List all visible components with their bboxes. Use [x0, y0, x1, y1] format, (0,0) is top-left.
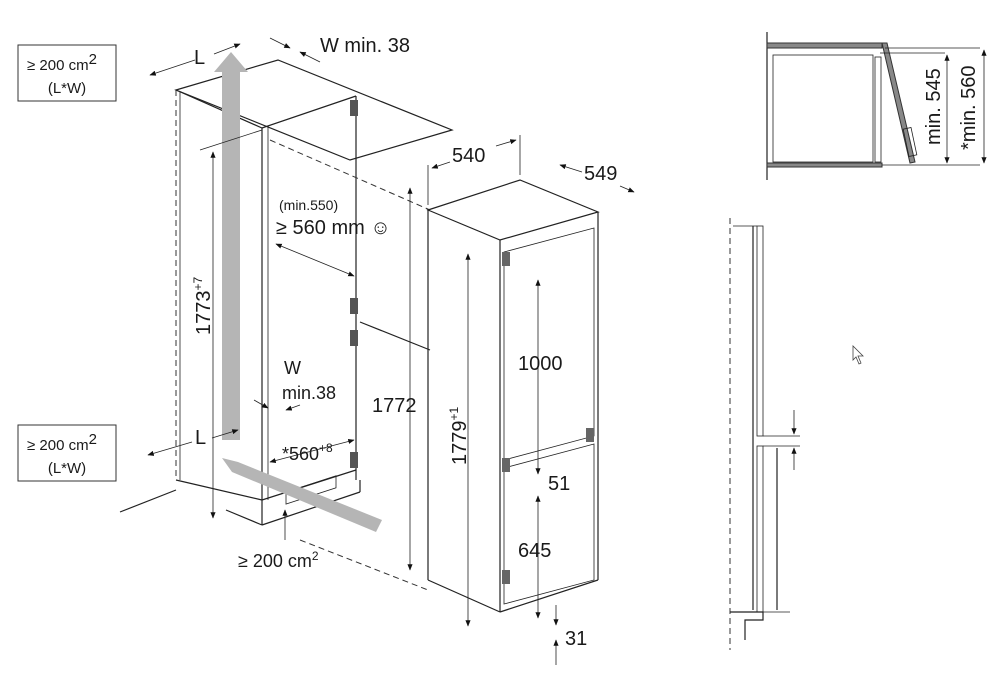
dim-height: 1779+1	[447, 406, 471, 465]
dim-bottom-W: W	[284, 358, 301, 378]
dim-depth: ≥ 560 mm ☺	[276, 217, 391, 239]
dim-upper-door: 1000	[518, 353, 563, 375]
svg-text:(L*W): (L*W)	[48, 80, 86, 97]
vent-box-top: ≥ 200 cm2 (L*W)	[17, 44, 117, 102]
dim-top-W: W min. 38	[320, 35, 410, 57]
dim-niche-height: 1773+7	[191, 276, 215, 335]
side-view-diagram	[729, 218, 800, 650]
dim-gap: 51	[548, 473, 570, 495]
dim-bottom-W-min: min.38	[282, 383, 336, 403]
airflow-in-arrow	[222, 458, 382, 532]
svg-text:≥ 200 cm2: ≥ 200 cm2	[27, 51, 97, 74]
dim-depth: 549	[584, 163, 617, 185]
top-view-diagram: min. 545 *min. 560	[766, 32, 987, 180]
dim-bottom-L: L	[195, 427, 206, 449]
appliance-dimensions: 540 549 1779+1 1000 51 645 31	[427, 135, 635, 665]
dim-plinth-vent: ≥ 200 cm2	[238, 549, 319, 571]
dim-depth-min: (min.550)	[279, 197, 338, 213]
dim-inner-height: 1772	[372, 395, 417, 417]
vent-box-bottom: ≥ 200 cm2 (L*W)	[17, 424, 117, 482]
dim-width: 540	[452, 145, 485, 167]
mouse-cursor-icon	[852, 345, 864, 365]
dim-bottom: 31	[565, 628, 587, 650]
airflow-up-arrow	[214, 52, 248, 440]
dim-lower-door: 645	[518, 540, 551, 562]
niche-dimensions: L W min. 38 (min.550) ≥ 560 mm ☺ 1773+7 …	[147, 35, 417, 571]
fridge-appliance	[426, 179, 600, 613]
dim-top-L: L	[194, 47, 205, 69]
svg-text:(L*W): (L*W)	[48, 460, 86, 477]
svg-text:≥ 200 cm2: ≥ 200 cm2	[27, 431, 97, 454]
dim-min-560: *min. 560	[958, 66, 980, 151]
niche-cabinet	[119, 59, 454, 591]
dim-min-545: min. 545	[923, 68, 945, 145]
